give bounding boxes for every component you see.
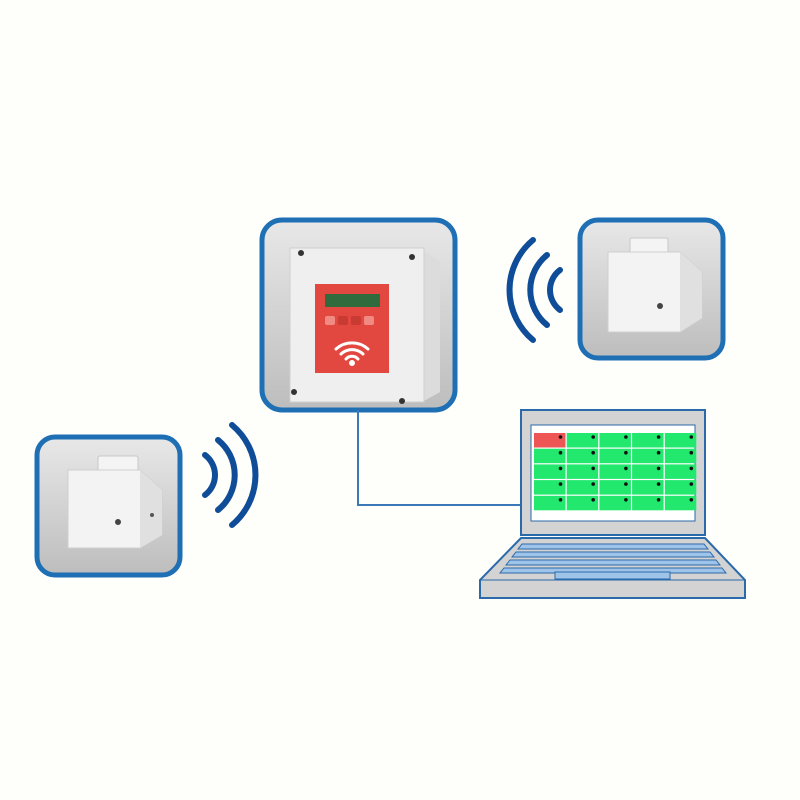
sensor-device <box>67 455 163 549</box>
status-cell-ok <box>632 495 664 511</box>
status-indicator-dot <box>689 435 694 439</box>
status-indicator-dot <box>656 466 661 471</box>
lcd-display <box>325 294 380 307</box>
status-indicator-dot <box>624 435 628 439</box>
touchpad <box>554 571 671 580</box>
status-cell-ok <box>599 448 631 464</box>
status-indicator-dot <box>656 482 661 486</box>
status-cell-ok <box>632 448 664 464</box>
status-indicator-dot <box>591 482 595 486</box>
sensor-device <box>607 237 703 333</box>
status-indicator-dot <box>624 498 628 502</box>
keypad-button <box>325 316 335 325</box>
left-sensor-frame <box>34 434 183 578</box>
status-cell-ok <box>632 480 664 495</box>
signal-waves-right-icon <box>506 237 563 343</box>
status-cell-ok <box>599 433 631 448</box>
status-indicator-dot <box>591 498 595 502</box>
status-cell-ok <box>566 480 599 495</box>
status-cell-ok <box>534 464 566 479</box>
wired-connection-line <box>357 410 522 506</box>
status-cell-ok <box>599 480 631 495</box>
status-cell-alarm <box>534 433 566 448</box>
status-indicator-dot <box>624 450 628 455</box>
status-cell-ok <box>566 495 599 511</box>
status-cell-ok <box>664 495 697 511</box>
status-cell-ok <box>534 480 566 495</box>
status-cell-ok <box>566 433 599 448</box>
status-indicator-dot <box>558 498 563 502</box>
status-indicator-dot <box>656 498 661 502</box>
status-indicator-dot <box>558 466 563 471</box>
status-indicator-dot <box>689 450 694 455</box>
status-indicator-dot <box>558 435 563 439</box>
status-cell-ok <box>534 495 566 511</box>
status-cell-ok <box>534 448 566 464</box>
status-indicator-dot <box>689 482 694 486</box>
laptop <box>479 409 746 599</box>
status-cell-ok <box>664 464 697 479</box>
controller-frame <box>259 217 458 413</box>
keyboard-icon <box>498 543 728 574</box>
monitoring-status-grid <box>534 433 697 511</box>
status-indicator-dot <box>689 498 694 502</box>
status-cell-ok <box>664 480 697 495</box>
status-indicator-dot <box>591 435 595 439</box>
controller-device <box>289 247 440 404</box>
status-indicator-dot <box>624 466 628 471</box>
keypad-button <box>338 316 348 325</box>
status-indicator-dot <box>558 482 563 486</box>
status-cell-ok <box>664 448 697 464</box>
status-cell-ok <box>599 464 631 479</box>
status-cell-ok <box>566 448 599 464</box>
keypad-button <box>364 316 374 325</box>
status-cell-ok <box>632 464 664 479</box>
status-indicator-dot <box>656 450 661 455</box>
right-sensor-frame <box>577 217 726 361</box>
status-indicator-dot <box>689 466 694 471</box>
status-indicator-dot <box>558 450 563 455</box>
status-indicator-dot <box>656 435 661 439</box>
status-indicator-dot <box>591 466 595 471</box>
keypad-button <box>351 316 361 325</box>
status-cell-ok <box>599 495 631 511</box>
status-cell-ok <box>664 433 697 448</box>
status-indicator-dot <box>624 482 628 486</box>
status-cell-ok <box>632 433 664 448</box>
status-indicator-dot <box>591 450 595 455</box>
wifi-icon <box>334 341 370 366</box>
signal-waves-left-icon <box>202 422 259 528</box>
status-cell-ok <box>566 464 599 479</box>
